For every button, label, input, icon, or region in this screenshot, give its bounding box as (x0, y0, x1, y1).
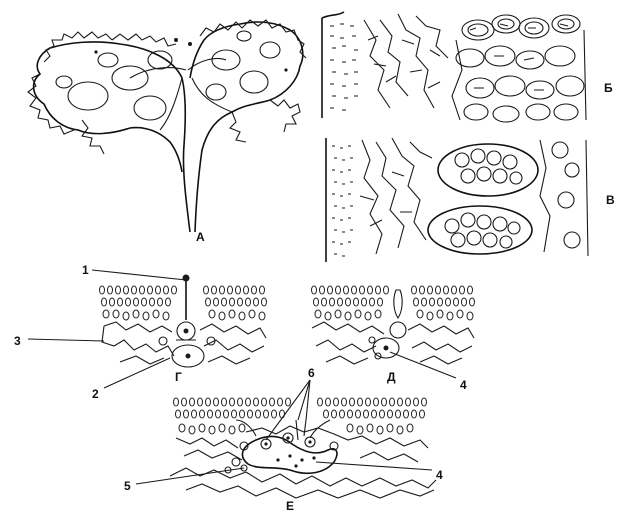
label-panel-b: Б (604, 81, 613, 95)
panel-e-cortex-rows (174, 398, 427, 434)
label-number-1: 1 (82, 263, 89, 277)
label-panel-a: А (196, 230, 205, 244)
panel-v-spores (445, 142, 580, 248)
label-number-5: 5 (124, 479, 131, 493)
cystocarp-lower (428, 206, 532, 254)
label-number-4-lower: 4 (436, 468, 443, 482)
label-panel-g: Г (175, 370, 182, 384)
panel-b-section (322, 12, 586, 122)
panel-g-cortex-rows (100, 286, 267, 320)
panel-v-section (326, 138, 588, 262)
label-number-2: 2 (92, 387, 99, 401)
panel-g-cells (100, 275, 267, 368)
label-panel-e: Е (286, 499, 294, 513)
panel-a-thallus (28, 20, 306, 232)
leader-1 (92, 270, 186, 280)
panel-b-cell-clusters (456, 15, 584, 122)
leader-2 (104, 358, 170, 388)
label-number-6: 6 (308, 366, 315, 380)
label-panel-v: В (606, 193, 615, 207)
cystocarp-upper (438, 144, 538, 196)
leader-3 (28, 339, 104, 341)
leader-4-upper (390, 352, 456, 378)
panel-d-cells (312, 286, 475, 364)
label-number-3: 3 (14, 334, 21, 348)
empty-trichogyne (394, 290, 402, 318)
labels: А Б В Г Д Е 1 2 3 4 4 5 6 (14, 81, 615, 513)
panel-d-cortex-rows (312, 286, 475, 320)
panel-e-cells (170, 398, 436, 498)
label-number-4-upper: 4 (460, 378, 467, 392)
leader-4-lower (316, 462, 432, 470)
label-panel-d: Д (387, 370, 396, 384)
